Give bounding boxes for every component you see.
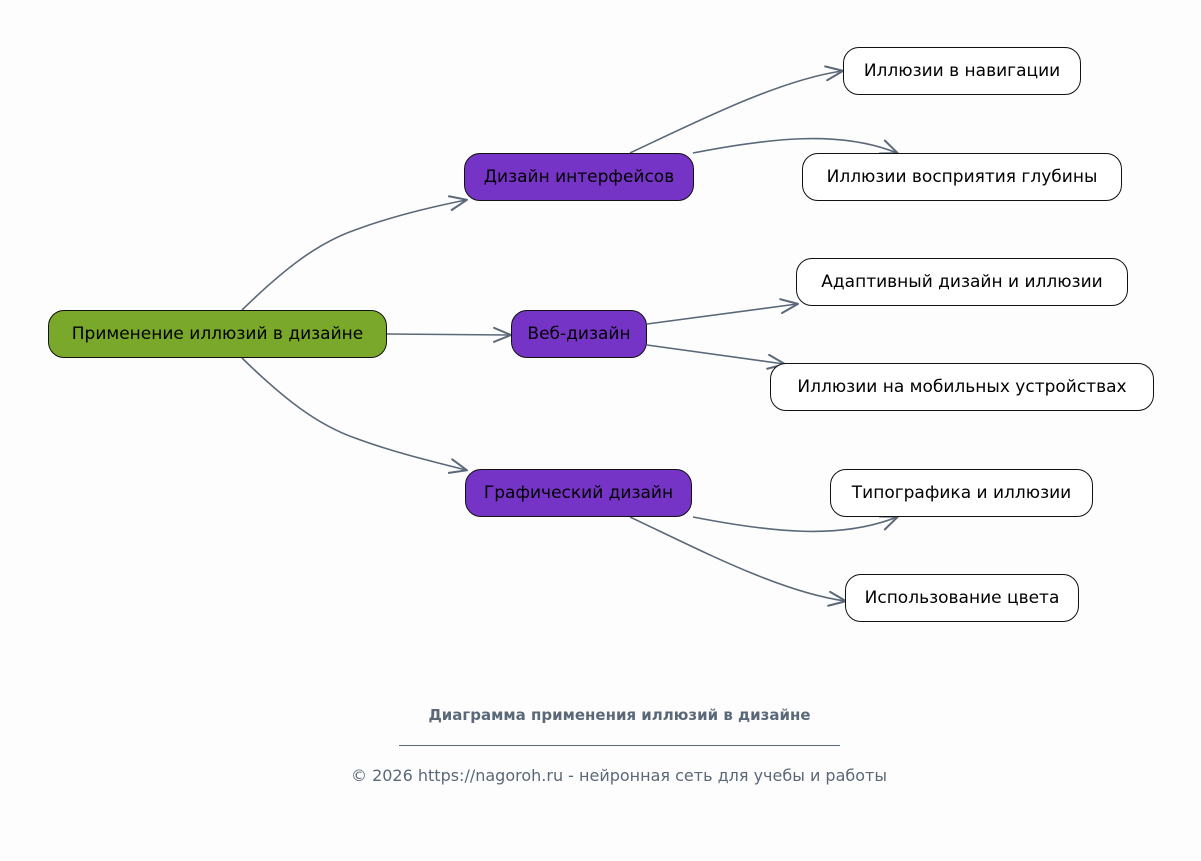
leaf-node-typography: Типографика и иллюзии [830, 469, 1093, 517]
edge-web-to-adaptive [646, 298, 799, 325]
branch-node-graphic-design: Графический дизайн [465, 469, 692, 517]
leaf-node-adaptive-design: Адаптивный дизайн и иллюзии [796, 258, 1128, 306]
edge-root-to-interface-design [241, 195, 468, 311]
leaf-node-color-usage: Использование цвета [845, 574, 1079, 622]
edge-graphic-to-typography [692, 515, 899, 533]
leaf-node-mobile-devices: Иллюзии на мобильных устройствах [770, 363, 1154, 411]
edge-root-to-web-design [385, 326, 512, 343]
leaf-node-navigation: Иллюзии в навигации [843, 47, 1081, 95]
root-node: Применение иллюзий в дизайне [48, 310, 387, 358]
leaf-node-depth-perception: Иллюзии восприятия глубины [802, 153, 1122, 201]
diagram-caption: Диаграмма применения иллюзий в дизайне [428, 706, 811, 724]
copyright-notice: © 2026 https://nagoroh.ru - нейронная се… [350, 766, 887, 785]
edge-interface-to-depth [692, 137, 899, 155]
branch-node-web-design: Веб-дизайн [511, 310, 647, 358]
branch-node-interface-design: Дизайн интерфейсов [464, 153, 694, 201]
edge-web-to-mobile [646, 344, 786, 370]
edge-interface-to-navigation [629, 65, 844, 154]
edge-root-to-graphic-design [241, 357, 468, 474]
edge-graphic-to-color [629, 516, 847, 607]
caption-divider [399, 745, 840, 746]
